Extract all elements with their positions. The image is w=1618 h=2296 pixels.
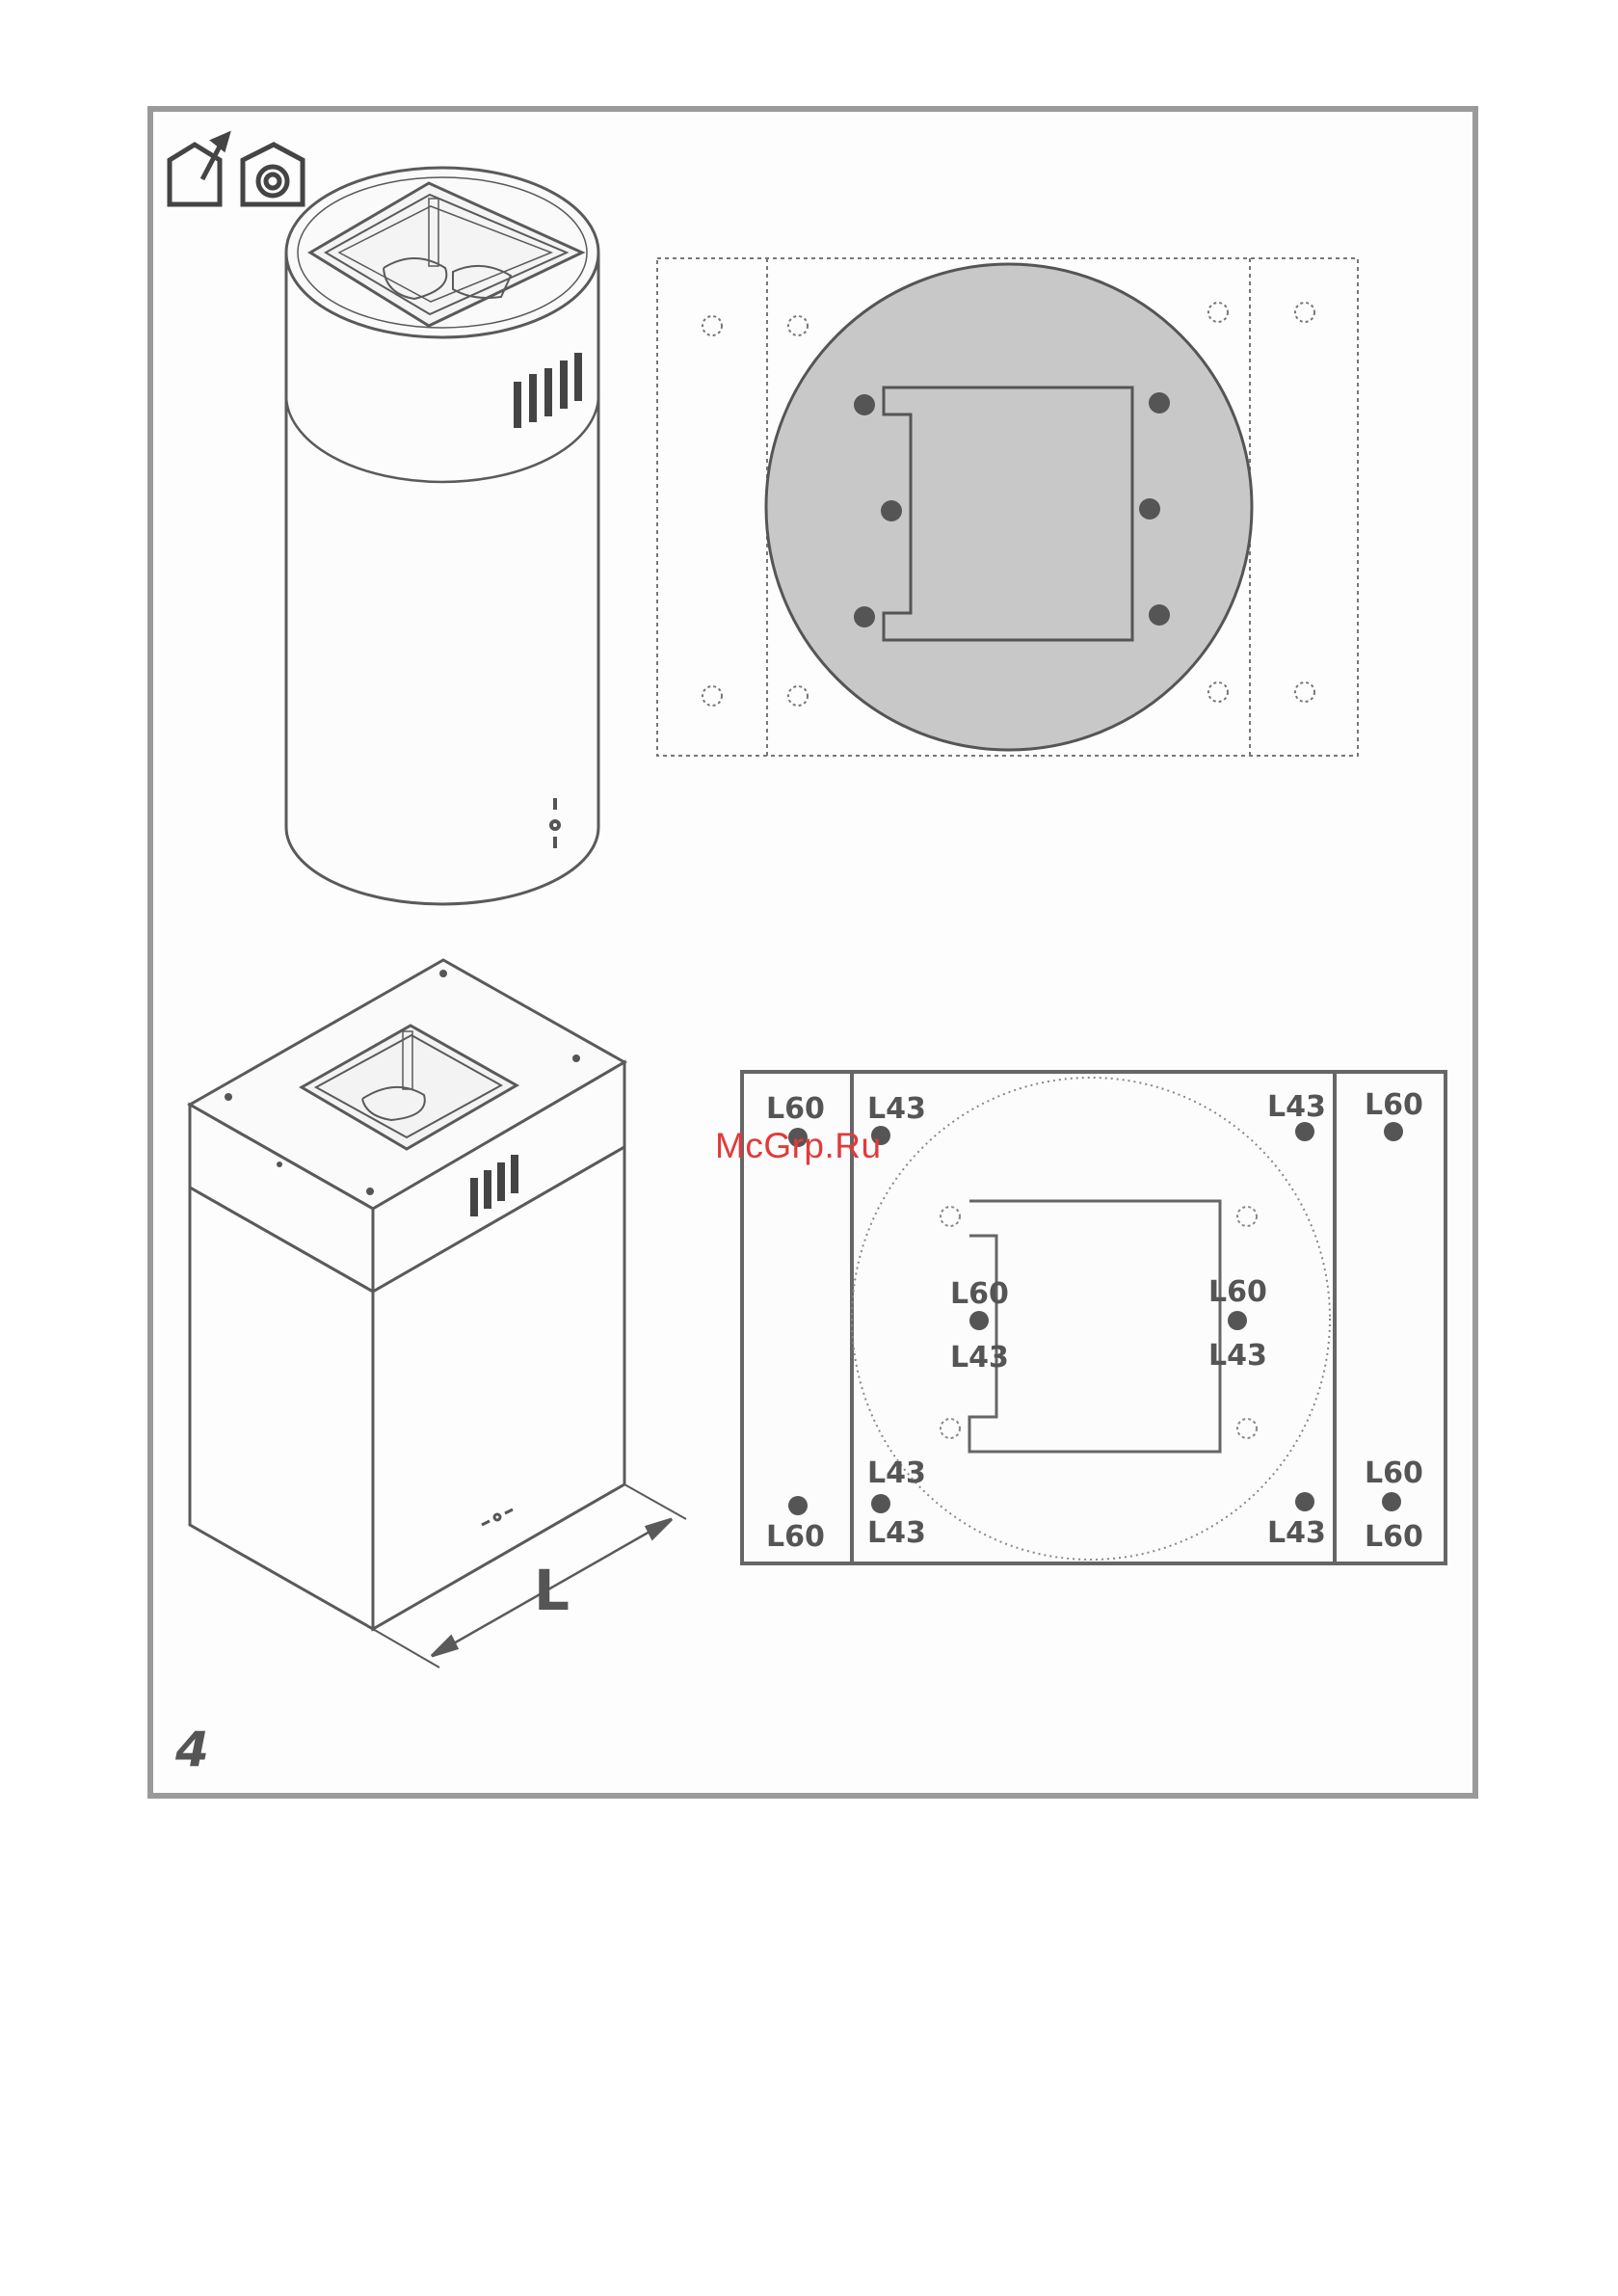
label-tr-inner: L43 <box>1267 1090 1326 1124</box>
label-mid-right-bottom: L43 <box>1208 1339 1267 1373</box>
label-br-outer-top: L60 <box>1365 1456 1423 1490</box>
square-hood-drawing <box>190 960 686 1668</box>
label-mid-left-top: L60 <box>950 1277 1009 1311</box>
page-number: 4 <box>175 1722 209 1777</box>
label-bl-inner-top: L43 <box>867 1456 926 1490</box>
cylindrical-hood-drawing <box>286 168 598 904</box>
watermark: McGrp.Ru <box>715 1126 882 1166</box>
house-chimney-icon <box>170 135 227 204</box>
label-br-outer: L60 <box>1365 1520 1423 1554</box>
label-tr-outer: L60 <box>1365 1088 1423 1122</box>
label-bl-outer: L60 <box>766 1520 825 1554</box>
house-recirculation-icon <box>243 145 303 204</box>
label-mid-right-top: L60 <box>1208 1275 1267 1309</box>
dimension-label: L <box>534 1558 570 1623</box>
label-tl-outer: L60 <box>766 1092 825 1126</box>
label-bl-inner: L43 <box>867 1516 926 1550</box>
mounting-plate-outline <box>884 387 1132 640</box>
label-br-inner: L43 <box>1267 1516 1326 1550</box>
label-tl-inner: L43 <box>867 1092 926 1126</box>
round-hood-plan <box>657 258 1358 756</box>
label-mid-left-bottom: L43 <box>950 1341 1009 1375</box>
